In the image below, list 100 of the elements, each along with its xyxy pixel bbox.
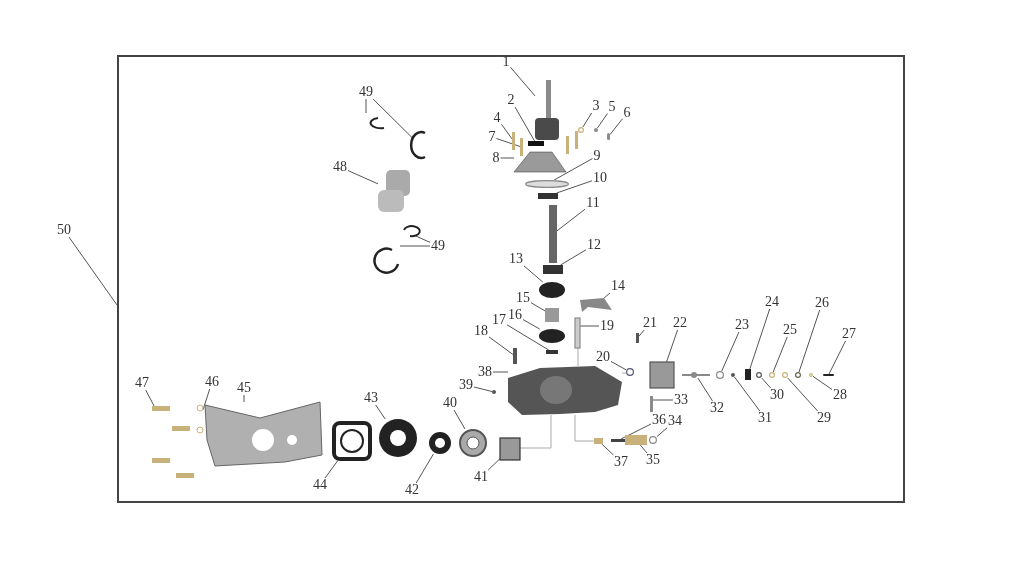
leader-line [68, 236, 118, 306]
callout-number: 39 [458, 378, 474, 392]
leader-line [812, 375, 833, 390]
leader-line [582, 112, 593, 128]
callout-number: 18 [473, 324, 489, 338]
bearing-drawing [459, 429, 487, 457]
callout-number: 19 [599, 319, 615, 333]
bushing [499, 437, 521, 461]
leader-line [609, 118, 623, 136]
gasket [525, 180, 569, 188]
callout-number: 22 [672, 316, 688, 330]
leader-line [761, 377, 772, 389]
pin [607, 133, 610, 140]
callout-number: 27 [841, 327, 857, 341]
callout-number: 42 [404, 483, 420, 497]
frame-border [117, 55, 905, 503]
leader-line [347, 170, 379, 185]
callout-number: 10 [592, 171, 608, 185]
callout-number: 34 [667, 414, 683, 428]
callout-number: 40 [442, 396, 458, 410]
callout-number: 13 [508, 252, 524, 266]
leader-line [523, 265, 544, 283]
callout-number: 17 [491, 313, 507, 327]
bearing [538, 193, 558, 199]
callout-number: 38 [477, 365, 493, 379]
callout-number: 20 [595, 350, 611, 364]
washer [594, 128, 598, 132]
leader-line [372, 98, 414, 140]
spring [625, 435, 647, 445]
leader-line [453, 409, 466, 430]
oil-seal-drawing [379, 419, 417, 457]
callout-number: 15 [515, 291, 531, 305]
callout-number: 43 [363, 391, 379, 405]
pin [611, 439, 625, 442]
callout-number: 32 [709, 401, 725, 415]
gasket-drawing [332, 421, 372, 461]
callout-number: 9 [592, 149, 602, 163]
leader-line [365, 98, 367, 114]
gear [539, 282, 565, 298]
callout-number: 46 [204, 375, 220, 389]
leader-line [798, 309, 821, 373]
leader-line [639, 444, 648, 454]
ring [809, 373, 813, 377]
bolt [650, 396, 653, 412]
seal-ring [528, 141, 544, 146]
callout-number: 30 [769, 388, 785, 402]
leader-line [415, 453, 434, 484]
callout-number: 49 [358, 85, 374, 99]
assembly-line [621, 372, 627, 374]
callout-number: 4 [492, 111, 502, 125]
callout-number: 44 [312, 478, 328, 492]
leader-line [399, 245, 431, 247]
assembly-line [577, 347, 579, 367]
leader-line [652, 399, 674, 401]
pin [574, 317, 581, 349]
callout-number: 26 [814, 296, 830, 310]
leader-line [510, 66, 536, 97]
washer [578, 127, 584, 133]
leader-line [601, 443, 614, 456]
block [649, 361, 675, 389]
leader-line [243, 394, 245, 403]
leader-line [596, 112, 608, 129]
leader-line [506, 324, 550, 351]
callout-number: 49 [430, 239, 446, 253]
callout-number: 23 [734, 318, 750, 332]
callout-number: 37 [613, 455, 629, 469]
ring [731, 373, 735, 377]
callout-number: 28 [832, 388, 848, 402]
leader-line [556, 180, 593, 194]
leader-line [324, 460, 338, 479]
callout-number: 45 [236, 381, 252, 395]
leader-line [638, 329, 645, 337]
plug [594, 438, 603, 444]
leader-line [666, 329, 679, 363]
ring [716, 371, 724, 379]
washer-drawing [196, 404, 204, 434]
cover-drawing [513, 151, 567, 173]
callout-number: 16 [507, 308, 523, 322]
leader-line [620, 423, 652, 440]
assembly-line [574, 414, 595, 442]
leader-line [772, 336, 788, 373]
shaft [549, 205, 557, 263]
joint-drawing [378, 170, 410, 212]
leader-line [556, 208, 586, 232]
circlip-drawing [410, 130, 426, 160]
ring [795, 372, 801, 378]
leader-line [487, 458, 501, 471]
callout-number: 5 [607, 100, 617, 114]
leader-line [514, 106, 536, 142]
callout-number: 1 [501, 55, 511, 69]
shaft-drawing [535, 80, 559, 140]
shift-fork-drawing [580, 298, 612, 312]
callout-number: 8 [491, 151, 501, 165]
leader-line [530, 302, 546, 312]
rod-drawing [681, 372, 711, 378]
housing-drawing [508, 366, 622, 415]
leader-line [579, 325, 600, 327]
leader-line [500, 157, 515, 159]
circlip-drawing [373, 247, 400, 274]
ring [649, 436, 657, 444]
